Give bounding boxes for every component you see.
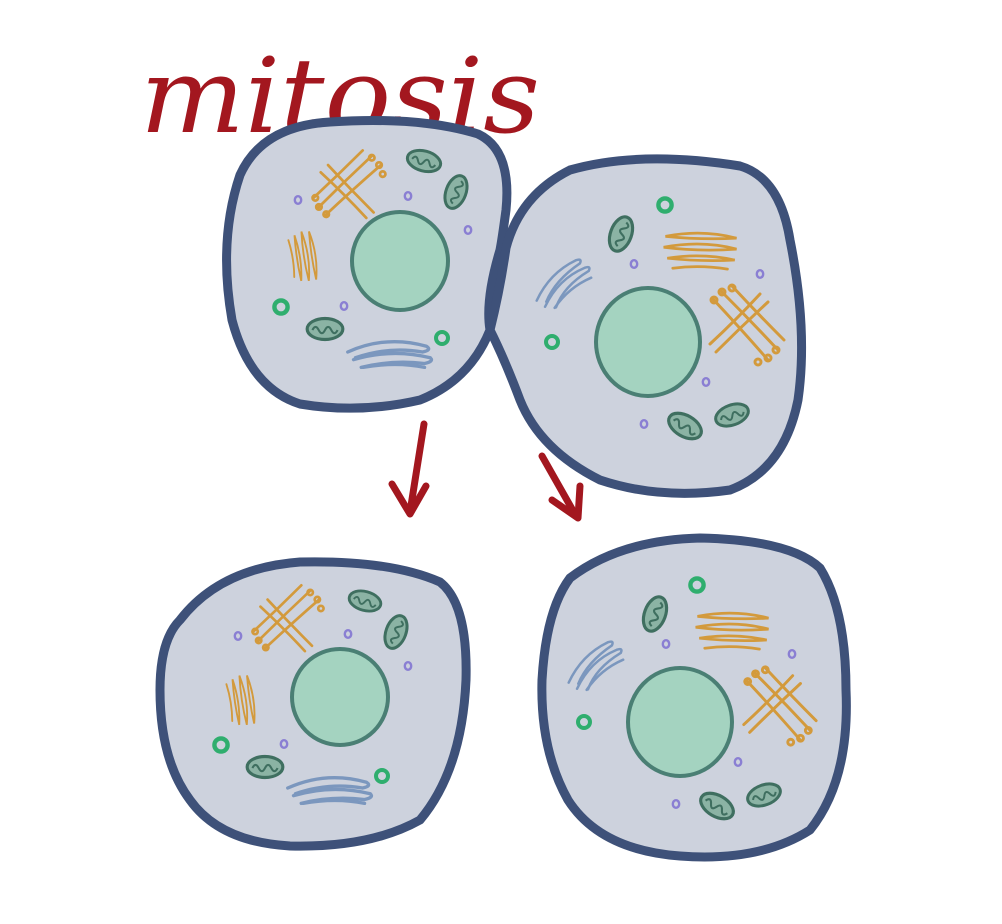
nucleus (350, 210, 450, 312)
daughter-cell-left (155, 557, 471, 851)
dividing-cell (222, 116, 807, 498)
arrow-down-icon (388, 420, 430, 518)
nucleus (594, 286, 702, 398)
mitochondrion-icon (305, 316, 345, 342)
nucleus (290, 647, 390, 747)
arrow-down-right-icon (538, 452, 584, 522)
nucleus (626, 666, 734, 778)
daughter-cell-right (537, 533, 851, 862)
mitochondrion-icon (245, 754, 285, 780)
